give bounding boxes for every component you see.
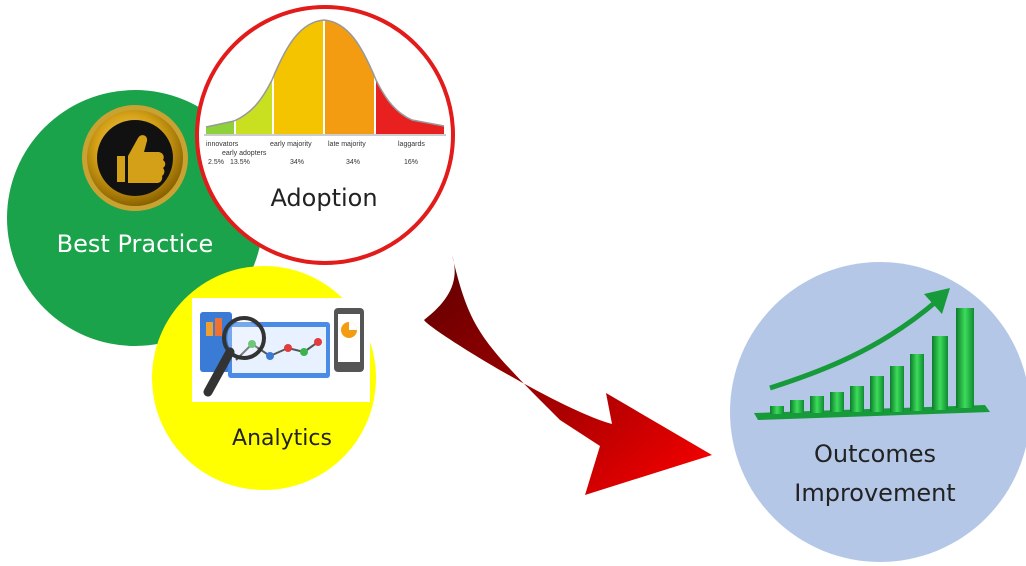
analytics-node: Analytics (152, 266, 376, 490)
curve-label-early-majority: early majority (270, 141, 312, 148)
outcomes-node: Outcomes Improvement (730, 262, 1026, 562)
analytics-label: Analytics (232, 426, 332, 451)
rising-bar-chart-arrow-icon (754, 288, 990, 420)
curve-label-late-majority: late majority (328, 141, 366, 148)
curve-label-early-adopters: early adopters (222, 150, 267, 157)
curve-percent-laggards: 16% (404, 159, 418, 166)
analytics-dashboard-magnifier-icon (192, 298, 370, 402)
curve-label-laggards: laggards (398, 141, 425, 148)
curve-percent-late-majority: 34% (346, 159, 360, 166)
curved-red-arrow (424, 255, 712, 495)
thumbs-up-medal-icon (82, 105, 188, 211)
adoption-bell-curve-icon (204, 19, 446, 136)
curve-percent-early-majority: 34% (290, 159, 304, 166)
curve-label-innovators: innovators (206, 141, 239, 148)
best-practice-label: Best Practice (57, 230, 214, 258)
adoption-node: innovators early adopters early majority… (195, 5, 455, 265)
outcomes-label-line1: Outcomes (814, 440, 936, 468)
outcomes-label-line2: Improvement (794, 479, 955, 507)
curve-percent-innovators: 2.5% (208, 159, 224, 166)
adoption-label: Adoption (270, 184, 377, 212)
curve-percent-early-adopters: 13.5% (230, 159, 250, 166)
